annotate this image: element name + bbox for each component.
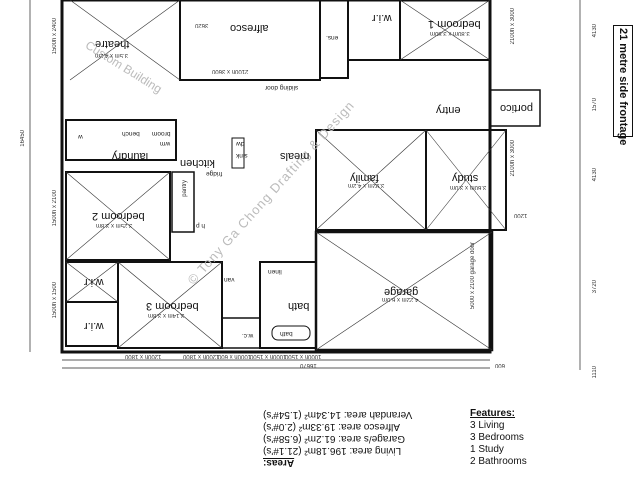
broom-label: broom	[152, 130, 171, 137]
bottom-window-dim-5: 1000h x 1500	[285, 353, 322, 359]
alfresco-label: alfresco	[230, 22, 269, 34]
laundry-label: laundry	[112, 150, 149, 162]
meals-label: meals	[280, 150, 310, 162]
wc-label: w.c.	[242, 332, 254, 339]
ensuite-label: ens.	[326, 34, 339, 41]
laundry-wall	[65, 119, 177, 161]
pantry-wall	[171, 171, 195, 233]
alfresco-dims: 3620	[195, 22, 209, 28]
frontage-label: 21 metre side frontage	[617, 28, 629, 146]
features-block: Features: 3 Living 3 Bedrooms 1 Study 2 …	[470, 408, 527, 468]
bottom-window-dim-4: 1000h x 1500	[250, 353, 287, 359]
far-right-dim-1: 4130	[592, 24, 598, 38]
sink-label: sink	[236, 152, 248, 159]
far-right-dim-4: 3720	[592, 280, 598, 294]
wir-bottom-label: w.i.r	[84, 320, 104, 332]
portico-wall	[489, 89, 541, 127]
feature-item: 3 Living	[470, 420, 505, 431]
areas-living: Living area: 196.18m² (21.1#'s)	[263, 445, 402, 456]
frontage-label-box: 21 metre side frontage	[613, 25, 633, 145]
alfresco-area	[179, 0, 321, 81]
bedroom2-label: bedroom 2	[92, 210, 145, 222]
left-window-dim-1: 1500h x 2400	[52, 18, 58, 55]
fridge-label: fridge	[206, 170, 223, 177]
outer-wall	[60, 0, 492, 354]
left-total-dim: 16450	[20, 130, 26, 147]
wm-label: wm	[160, 140, 171, 147]
bottom-window-dim-1: 1200h x 1800	[125, 353, 162, 359]
kitchen-label: kitchen	[180, 157, 215, 169]
bench-label: bench	[122, 130, 140, 137]
bedroom3-wall	[117, 261, 223, 349]
bedroom3-dims: 3.14m x 3.8m	[148, 312, 185, 318]
bedroom3-label: bedroom 3	[146, 300, 199, 312]
family-dims: 3.92m x 4.2m	[348, 182, 385, 188]
study-dims: 3.60m x 3.0m	[450, 184, 487, 190]
garage-door-label: 5000 x 2100 garage door	[470, 242, 476, 310]
left-window-dim-2: 1500h x 2100	[52, 190, 58, 227]
garage-dims: 4.22m x 6.0m	[382, 296, 419, 302]
right-window-dim-2: 2100h x 3000	[510, 140, 516, 177]
hotplate-label: h p	[196, 222, 206, 229]
far-right-dim-3: 4130	[592, 168, 598, 182]
wir-top-label: w.i.r	[372, 12, 392, 24]
bedroom1-label: bedroom 1	[428, 18, 481, 30]
study-window-dims: 1200	[514, 212, 528, 218]
areas-heading: Areas:	[263, 457, 295, 468]
wir-wall	[347, 0, 401, 61]
bedroom2-wall	[65, 171, 171, 261]
areas-garage: Garage/s area: 61.2m² (6.58#'s)	[263, 433, 405, 444]
theatre-label: theatre	[95, 38, 130, 50]
pantry-label: pantry	[182, 180, 188, 197]
wc-wall	[221, 317, 261, 349]
theatre-dims: 3.5m x 4.2m	[95, 52, 129, 58]
alfresco-window-dims: 2100h x 3600	[212, 68, 249, 74]
bath-tub	[271, 325, 311, 341]
left-window-dim-3: 1500h x 1500	[52, 282, 58, 319]
portico-label: portico	[500, 102, 534, 114]
study-wall	[425, 129, 507, 231]
features-heading: Features:	[470, 408, 516, 419]
areas-alfresco: Alfresco area: 19.33m² (2.0#'s)	[263, 421, 400, 432]
areas-block: Areas: Living area: 196.18m² (21.1#'s) G…	[263, 408, 413, 468]
areas-verandah: Verandah area: 14.34m² (1.54#'s)	[263, 409, 413, 420]
feature-item: 3 Bedrooms	[470, 432, 524, 443]
study-label: study	[452, 172, 479, 184]
bedroom1-dims: 3.80m x 3.80m	[430, 30, 470, 36]
right-window-dim-1: 2100h x 3000	[510, 8, 516, 45]
bedroom1-wall	[399, 0, 491, 61]
far-right-dim-2: 1570	[592, 98, 598, 112]
vanity-label: van	[224, 276, 235, 283]
bottom-right-dim: 600	[495, 362, 506, 368]
bottom-window-dim-2: 1200h x 1800	[183, 353, 220, 359]
dishwasher-label: dw	[236, 140, 245, 147]
feature-item: 1 Study	[470, 444, 504, 455]
wall-label: w	[78, 133, 83, 140]
garage-wall	[314, 230, 494, 352]
far-right-dim-5: 1110	[592, 366, 598, 379]
wir-left-label: w.i.r	[84, 276, 104, 288]
bedroom2-dims: 3.25m x 3.8m	[96, 222, 133, 228]
sliding-door-label: sliding door	[265, 84, 299, 91]
bath-label: bath	[288, 300, 310, 312]
kitchen-island	[231, 137, 245, 169]
bathtub-label: bath	[280, 330, 293, 337]
total-width-dim: 16670	[300, 362, 317, 368]
linen-label: linen	[268, 268, 282, 275]
feature-item: 2 Bathrooms	[470, 456, 527, 467]
entry-label: entry	[436, 104, 461, 116]
bottom-window-dim-3: 1000h x 600	[218, 353, 252, 359]
